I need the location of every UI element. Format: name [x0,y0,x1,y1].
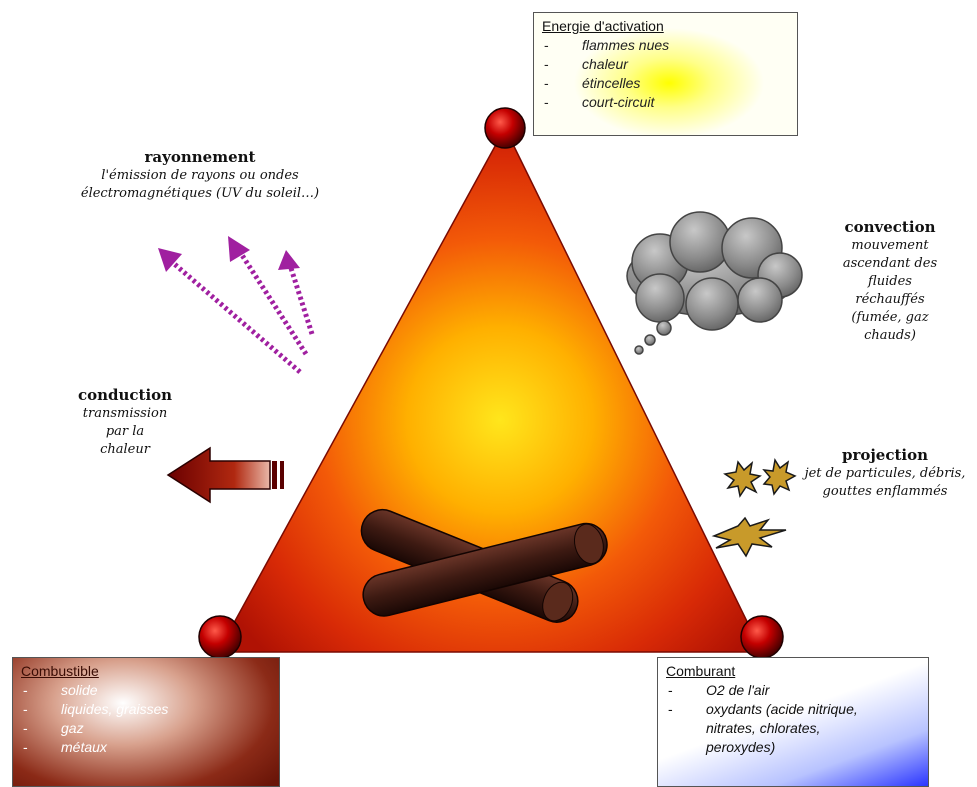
radiation-label: rayonnement l'émission de rayons ou onde… [40,148,360,203]
projection-line: gouttes enflammés [822,484,948,499]
vertex-top-icon [484,107,526,149]
convection-label: convection mouvement ascendant des fluid… [820,218,960,345]
conduction-title: conduction [77,386,173,404]
list-item: solide [21,681,271,700]
radiation-title: rayonnement [144,148,256,166]
list-item: liquides, graisses [21,700,271,719]
convection-line: ascendant des [842,256,938,271]
fuel-title: Combustible [21,663,99,679]
convection-line: mouvement [851,238,929,253]
convection-title: convection [844,218,936,236]
projection-sparks-icon [711,457,797,558]
smoke-cloud-icon [626,211,803,355]
vertex-left-icon [198,615,242,659]
list-item: O2 de l'air [666,681,920,700]
logs-icon [360,508,608,623]
radiation-arrowheads-icon [158,236,300,272]
oxidizer-list: O2 de l'air oxydants (acide nitrique, ni… [666,681,920,757]
list-item: peroxydes) [706,739,776,755]
fire-triangle [216,126,764,653]
vertex-right-icon [740,615,784,659]
projection-label: projection jet de particules, débris, go… [790,446,977,501]
list-item: chaleur [542,55,789,74]
conduction-line: transmission [82,406,168,421]
radiation-line: l'émission de rayons ou ondes [101,168,299,183]
radiation-arrows-icon [170,250,315,374]
conduction-arrow-icon [166,446,284,504]
list-item: étincelles [542,74,789,93]
list-item: gaz [21,719,271,738]
fuel-box: Combustible solide liquides, graisses ga… [12,657,280,787]
conduction-label: conduction transmission par la chaleur [55,386,195,459]
list-item: flammes nues [542,36,789,55]
convection-line: chauds) [864,328,916,343]
projection-title: projection [841,446,929,464]
radiation-line: électromagnétiques (UV du soleil…) [80,186,320,201]
convection-line: fluides [868,274,912,289]
list-item: oxydants (acide nitrique, [666,700,920,719]
list-item: court-circuit [542,93,789,112]
projection-line: jet de particules, débris, [804,466,966,481]
energy-box: Energie d'activation flammes nues chaleu… [533,12,798,136]
energy-list: flammes nues chaleur étincelles court-ci… [542,36,789,112]
list-item: nitrates, chlorates, [706,720,821,736]
convection-line: (fumée, gaz [851,310,929,325]
conduction-line: par la [105,424,145,439]
oxidizer-title: Comburant [666,663,736,679]
oxidizer-box: Comburant O2 de l'air oxydants (acide ni… [657,657,929,787]
convection-line: réchauffés [855,292,925,307]
fuel-list: solide liquides, graisses gaz métaux [21,681,271,757]
conduction-line: chaleur [100,442,150,457]
energy-title: Energie d'activation [542,18,664,34]
list-item: métaux [21,738,271,757]
